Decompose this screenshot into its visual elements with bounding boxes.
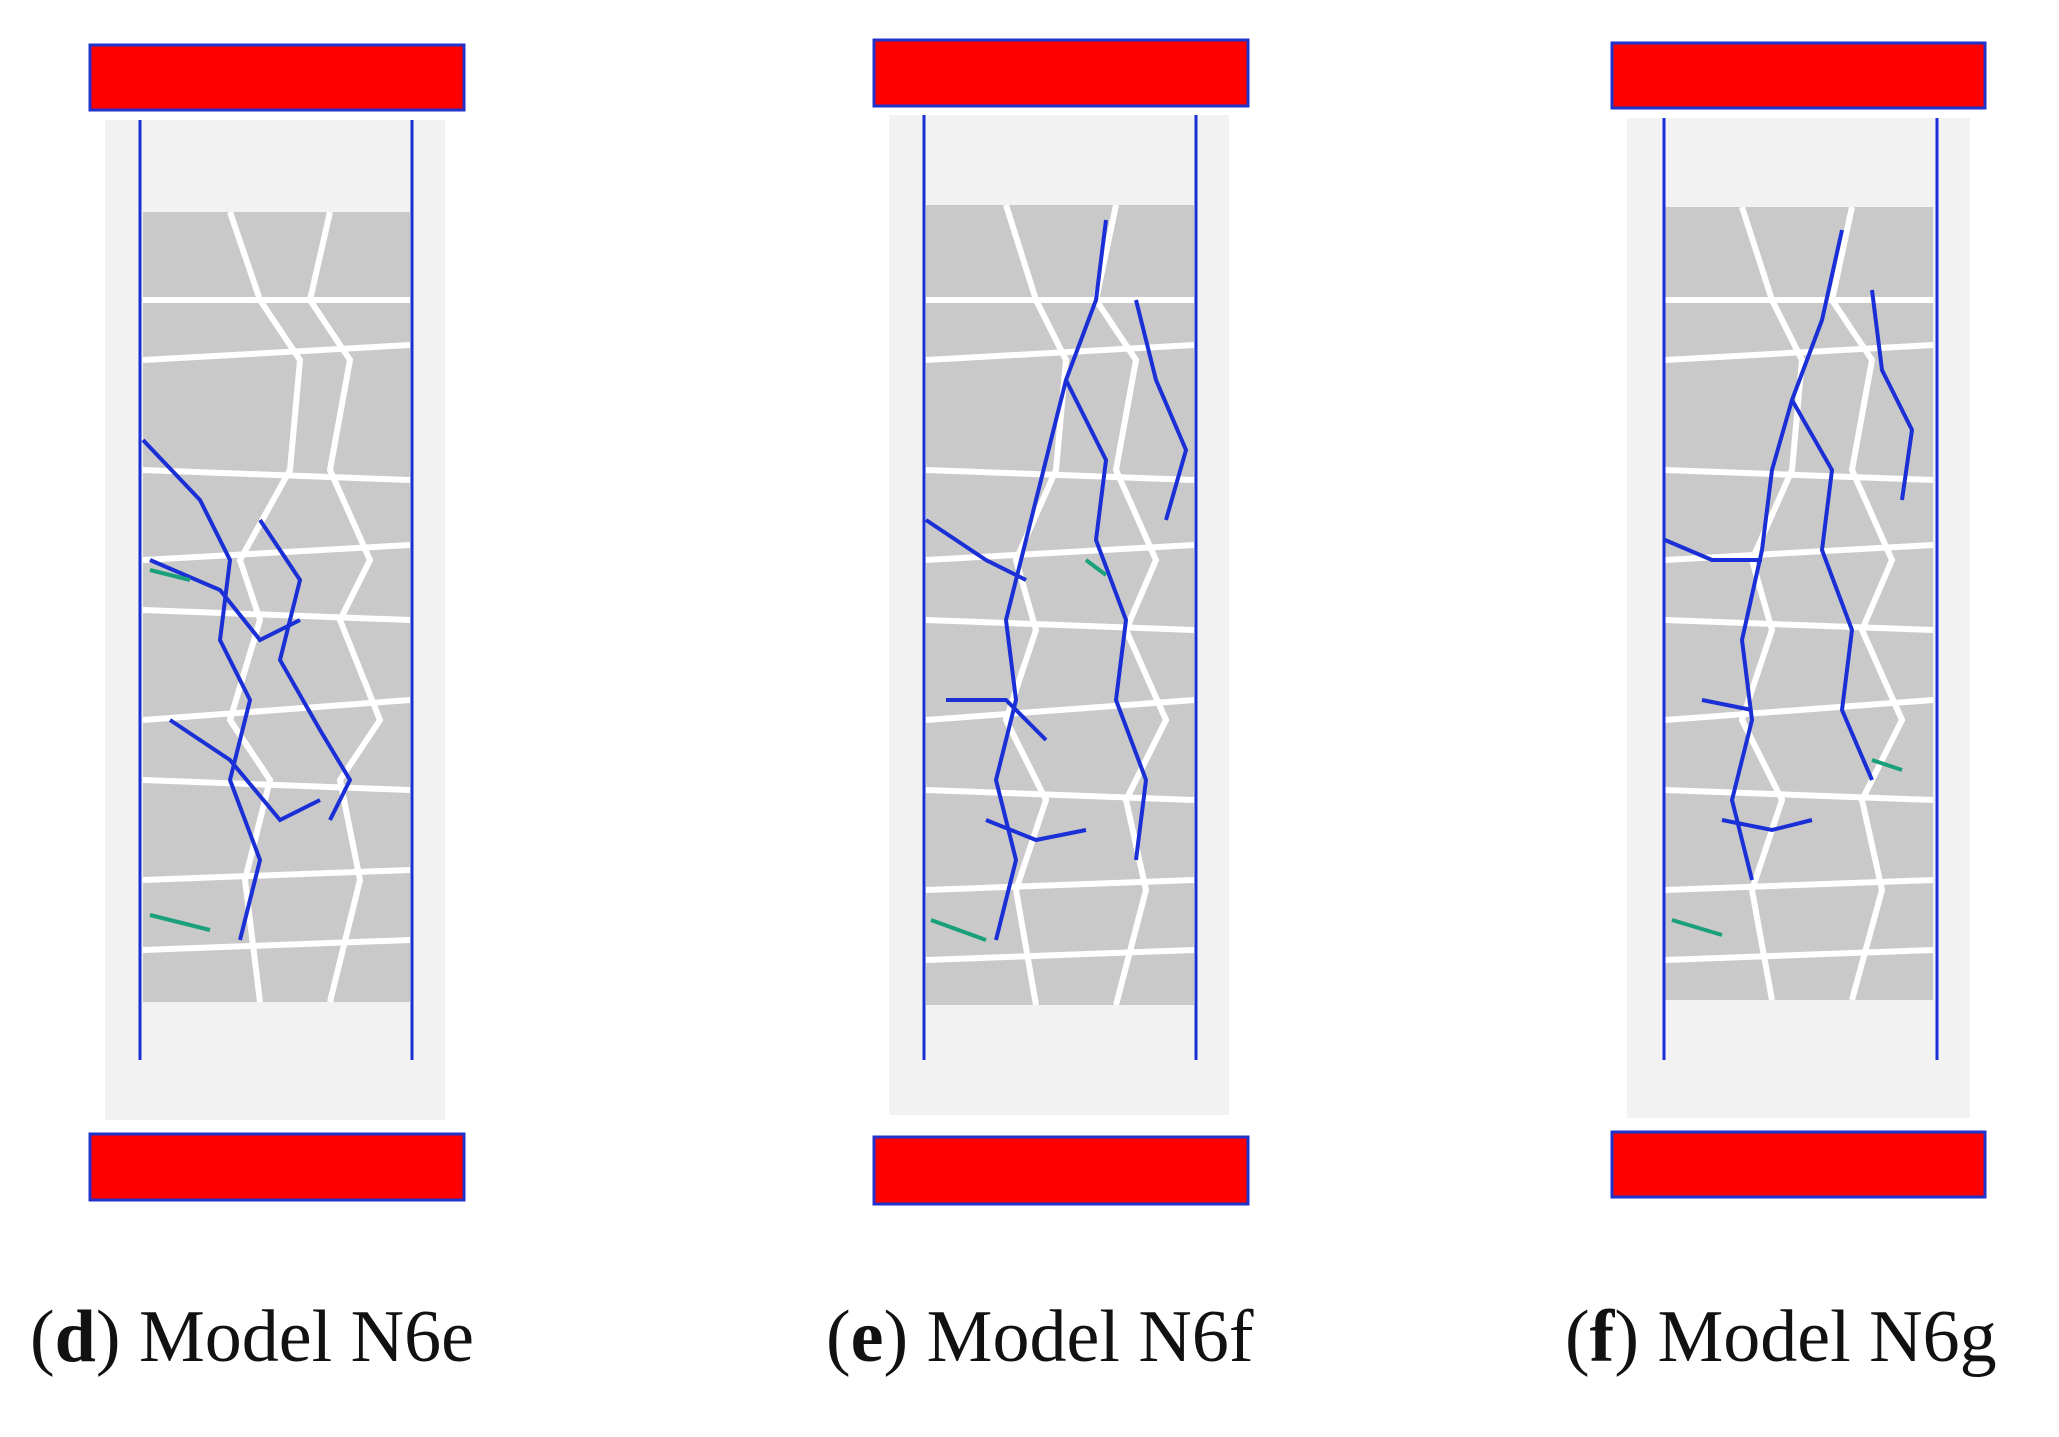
shear-cracks — [1671, 758, 1903, 937]
aggregate-zone — [1665, 207, 1933, 1000]
top-loading-plate — [88, 43, 466, 112]
crack-network — [922, 115, 1198, 1060]
panel-d: (d) Model N6e — [0, 0, 686, 1437]
bottom-loading-plate — [872, 1135, 1250, 1206]
caption-letter: d — [54, 1296, 96, 1378]
shear-cracks — [930, 558, 1108, 942]
bottom-loading-plate — [88, 1132, 466, 1202]
bottom-loading-plate — [1610, 1130, 1987, 1199]
specimen-diagram-d — [88, 43, 466, 1202]
caption-model: Model N6g — [1657, 1296, 1997, 1378]
caption-d: (d) Model N6e — [30, 1296, 474, 1378]
caption-model: Model N6e — [138, 1296, 474, 1378]
mortar-seams — [142, 211, 411, 1003]
caption-model: Model N6f — [926, 1296, 1254, 1378]
caption-letter: f — [1589, 1296, 1615, 1378]
panel-f: (f) Model N6g — [1372, 0, 2058, 1437]
mortar-seams — [1664, 206, 1934, 1001]
aggregate-zone — [926, 205, 1194, 1005]
caption-letter: e — [850, 1296, 884, 1378]
shear-cracks — [149, 568, 211, 932]
panel-e: (e) Model N6f — [686, 0, 1372, 1437]
specimen-diagram-f — [1610, 41, 1987, 1199]
top-loading-plate — [1610, 41, 1987, 110]
caption-e: (e) Model N6f — [826, 1296, 1254, 1378]
crack-network — [138, 120, 414, 1060]
aggregate-zone — [143, 212, 410, 1002]
specimen-diagram-e — [872, 38, 1250, 1206]
caption-f: (f) Model N6g — [1565, 1296, 1997, 1378]
top-loading-plate — [872, 38, 1250, 108]
crack-network — [1662, 118, 1939, 1060]
